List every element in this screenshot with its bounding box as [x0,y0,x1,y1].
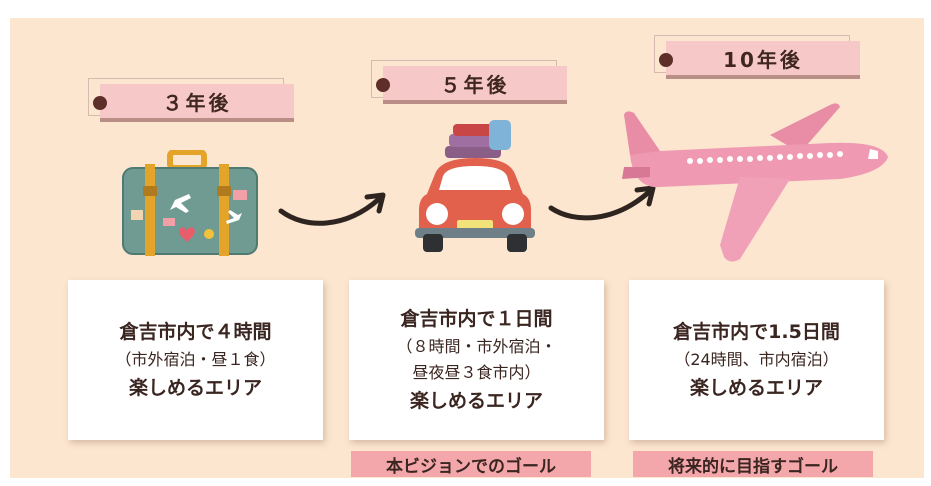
stage-description-3-years: 倉吉市内で４時間 （市外宿泊・昼１食） 楽しめるエリア [68,280,323,440]
airplane-icon [622,103,888,262]
stage-tag-5-years: ５年後 [371,60,567,104]
stage-description-main: 倉吉市内で1.5日間 [673,321,840,343]
stage-description-detail: （８時間・市外宿泊・ [396,337,557,356]
stage-tag-10-years: 10年後 [654,35,860,79]
stage-description-detail: （市外宿泊・昼１食） [115,350,276,369]
stage-description-tagline: 楽しめるエリア [128,377,262,399]
car-icon [415,120,535,252]
progress-arrow-2 [548,185,656,221]
stage-tag-label: 10年後 [723,47,803,72]
stage-description-10-years: 倉吉市内で1.5日間 （24時間、市内宿泊） 楽しめるエリア [629,280,884,440]
bullet-dot [376,78,390,92]
bullet-dot [659,53,673,67]
stage-description-main: 倉吉市内で１日間 [400,308,553,330]
stage-tag-label: ５年後 [440,72,510,97]
progress-arrow-1 [278,192,386,226]
stage-description-detail: 昼夜昼３食市内） [412,363,541,382]
stage-tag-label: ３年後 [162,90,232,115]
bullet-dot [93,96,107,110]
stage-description-5-years: 倉吉市内で１日間 （８時間・市外宿泊・ 昼夜昼３食市内） 楽しめるエリア [349,280,604,440]
goal-label-vision: 本ビジョンでのゴール [351,451,591,477]
goal-label-future: 将来的に目指すゴール [633,451,873,477]
stage-description-detail: （24時間、市内宿泊） [674,350,839,369]
stage-description-main: 倉吉市内で４時間 [119,321,272,343]
stage-description-tagline: 楽しめるエリア [409,390,543,412]
stage-tag-3-years: ３年後 [88,78,294,122]
suitcase-icon [122,150,258,256]
stage-description-tagline: 楽しめるエリア [689,377,823,399]
